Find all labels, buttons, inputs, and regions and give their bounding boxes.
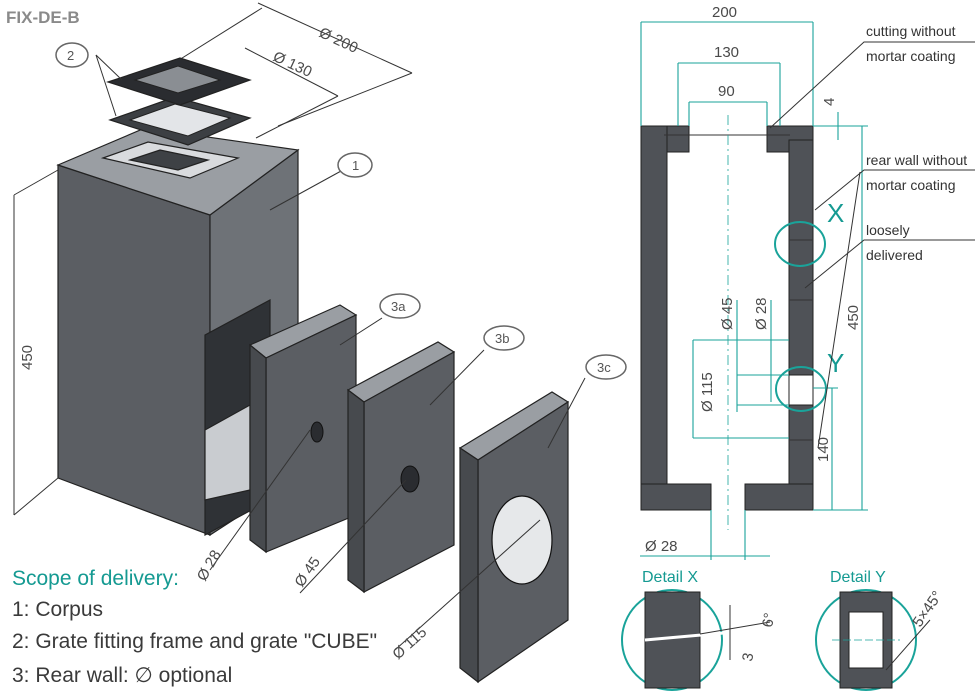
dim-140-label: 140 [815,437,832,462]
iso-dim-130-label: Ø 130 [270,48,314,81]
bubble-3b: 3b [483,325,525,351]
note-rear-wall: rear wall without mortar coating [814,152,975,449]
grate-frame [95,54,252,146]
note-loose-line1: loosely [866,222,910,238]
detail-y: Detail Y 5×45° [815,569,946,691]
detail-x-gap: 3 [739,652,757,663]
scope-item-3: 3: Rear wall: ∅ optional [12,664,232,687]
dim-450: 450 [813,125,868,511]
marker-y-label: Y [827,348,844,378]
detail-y-title: Detail Y [830,569,886,586]
section-view: 200 130 90 4 450 [640,4,975,560]
dim-d115: Ø 115 [692,339,789,439]
dim-d115-label: Ø 115 [699,372,716,412]
marker-x-label: X [827,198,844,228]
dim-d28-label: Ø 28 [753,297,770,330]
bubble-3a-label: 3a [391,299,406,314]
dim-d28-bottom: Ø 28 [640,510,770,560]
note-cutting: cutting without mortar coating [769,23,975,129]
note-loosely: loosely delivered [804,222,975,289]
dim-90: 90 [688,83,768,126]
section-bottom-right [744,483,814,511]
bubble-1: 1 [337,152,373,178]
section-bottom-left [640,483,712,511]
note-cutting-line1: cutting without [866,23,956,39]
note-rear-line1: rear wall without [866,152,967,168]
iso-dim-height-label: 450 [19,345,36,370]
dim-450-label: 450 [845,305,862,330]
dim-d28-bottom-label: Ø 28 [645,538,678,555]
dim-200-label: 200 [712,4,737,21]
corpus-body [56,127,353,537]
dim-130: 130 [677,44,781,126]
iso-dim-200-label: Ø 200 [316,24,360,57]
dim-200: 200 [640,4,814,126]
note-rear-line2: mortar coating [866,177,955,193]
iso-dim-hole-a: Ø 28 [194,547,225,584]
bubble-3a: 3a [379,293,421,319]
bubble-3b-label: 3b [495,331,509,346]
iso-dim-hole-c: Ø 115 [389,624,430,663]
detail-x: Detail X 6° 3 [621,569,781,691]
note-cutting-line2: mortar coating [866,48,955,64]
bubble-2-label: 2 [67,48,74,63]
rear-wall-3a: Ø 28 [194,304,383,584]
bubble-3c: 3c [585,354,627,380]
section-left-wall [640,125,668,511]
marker-x: X [774,198,844,267]
dim-d45-label: Ø 45 [719,297,736,330]
scope-heading: Scope of delivery: [12,567,179,590]
scope-item-1: 1: Corpus [12,598,103,621]
iso-dim-130: Ø 130 [244,47,339,139]
detail-y-chamfer: 5×45° [909,588,946,630]
bubble-2: 2 [55,42,89,68]
marker-y: Y [775,348,844,412]
dim-130-label: 130 [714,44,739,61]
bubble-3c-label: 3c [597,360,611,375]
dim-90-label: 90 [718,83,735,100]
bubble-1-label: 1 [352,158,359,173]
detail-x-title: Detail X [642,569,698,586]
dim-d45: Ø 45 [719,297,738,412]
iso-dim-height: 450 [13,169,59,516]
section-right-wall [788,139,814,511]
isometric-view: Ø 200 Ø 130 [13,2,627,684]
scope-item-2: 2: Grate fitting frame and grate "CUBE" [12,630,377,653]
dim-d28: Ø 28 [753,297,772,402]
detail-x-angle: 6° [759,612,778,629]
dim-4: 4 [813,98,845,140]
scope-of-delivery: Scope of delivery: 1: Corpus 2: Grate fi… [12,567,377,687]
dim-4-label: 4 [821,98,838,106]
drawing-title: FIX-DE-B [6,8,80,27]
note-loose-line2: delivered [866,247,923,263]
